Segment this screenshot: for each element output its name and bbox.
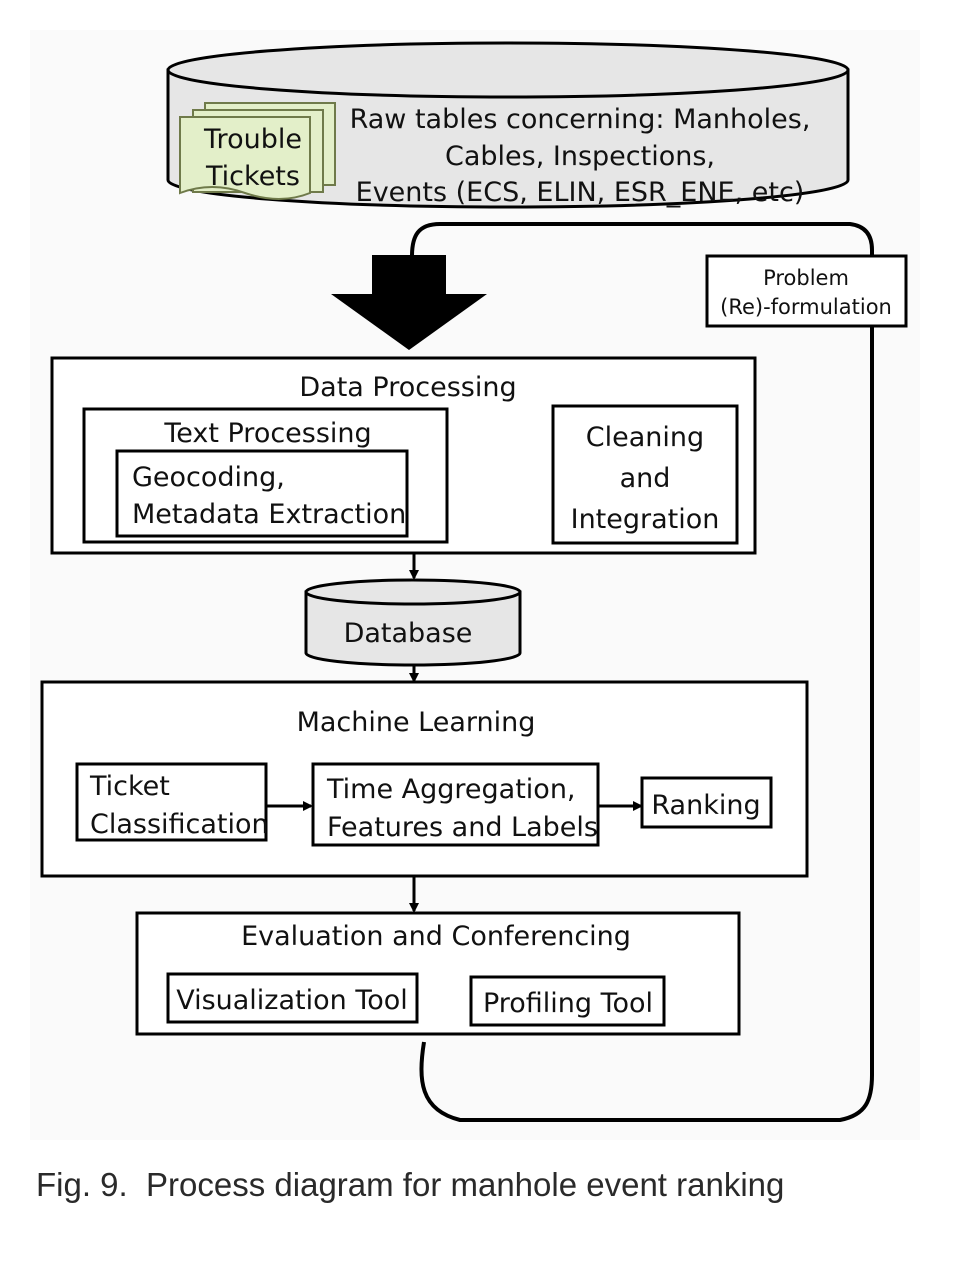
ranking-box <box>640 776 773 829</box>
trouble-tickets-stack: Trouble Tickets <box>179 102 336 200</box>
data-processing-box: Data Processing Text Processing Geocodin… <box>50 356 757 555</box>
geocoding-box <box>115 449 409 538</box>
database-label: Database <box>344 618 473 649</box>
figure-caption: Fig. 9. Process diagram for manhole even… <box>36 1166 785 1203</box>
cleaning-integration-box <box>551 404 739 545</box>
geocoding-line-2: Metadata Extraction <box>132 499 406 530</box>
ticket-classification-box <box>75 762 268 842</box>
cleaning-line-2: and <box>620 463 671 494</box>
evaluation-title: Evaluation and Conferencing <box>241 921 631 952</box>
time-aggregation-line-1: Time Aggregation, <box>326 774 576 805</box>
process-diagram: Raw tables concerning: Manholes, Cables,… <box>40 41 908 1122</box>
text-processing-title: Text Processing <box>163 418 371 449</box>
cleaning-line-3: Integration <box>571 504 720 535</box>
big-down-arrow <box>331 255 487 350</box>
raw-tables-line-3: Events (ECS, ELIN, ESR_ENE, etc) <box>356 177 805 208</box>
time-aggregation-line-2: Features and Labels <box>327 812 598 843</box>
visualization-tool-box <box>166 972 419 1024</box>
problem-reformulation-box: Problem (Re)-formulation <box>705 254 908 328</box>
machine-learning-box: Machine Learning Ticket Classification T… <box>40 680 809 878</box>
ticket-classification-line-1: Ticket <box>89 771 170 802</box>
ranking-label: Ranking <box>651 790 760 821</box>
profiling-tool-label: Profiling Tool <box>483 988 653 1019</box>
raw-tables-cylinder: Raw tables concerning: Manholes, Cables,… <box>166 41 850 209</box>
trouble-tickets-line-2: Tickets <box>205 161 300 192</box>
problem-line-2: (Re)-formulation <box>720 295 892 319</box>
geocoding-line-1: Geocoding, <box>132 462 285 493</box>
cleaning-line-1: Cleaning <box>586 422 704 453</box>
time-aggregation-box <box>311 762 600 847</box>
evaluation-box: Evaluation and Conferencing Visualizatio… <box>135 911 741 1036</box>
data-processing-title: Data Processing <box>299 372 516 403</box>
profiling-tool-box <box>469 975 666 1027</box>
raw-tables-line-1: Raw tables concerning: Manholes, <box>350 104 811 135</box>
machine-learning-title: Machine Learning <box>297 707 536 738</box>
visualization-tool-label: Visualization Tool <box>176 985 408 1016</box>
feedback-loop <box>410 222 874 1122</box>
problem-line-1: Problem <box>763 266 849 290</box>
ticket-classification-line-2: Classification <box>90 809 269 840</box>
raw-tables-line-2: Cables, Inspections, <box>445 141 715 172</box>
trouble-tickets-line-1: Trouble <box>203 124 302 155</box>
database-cylinder: Database <box>304 578 522 667</box>
